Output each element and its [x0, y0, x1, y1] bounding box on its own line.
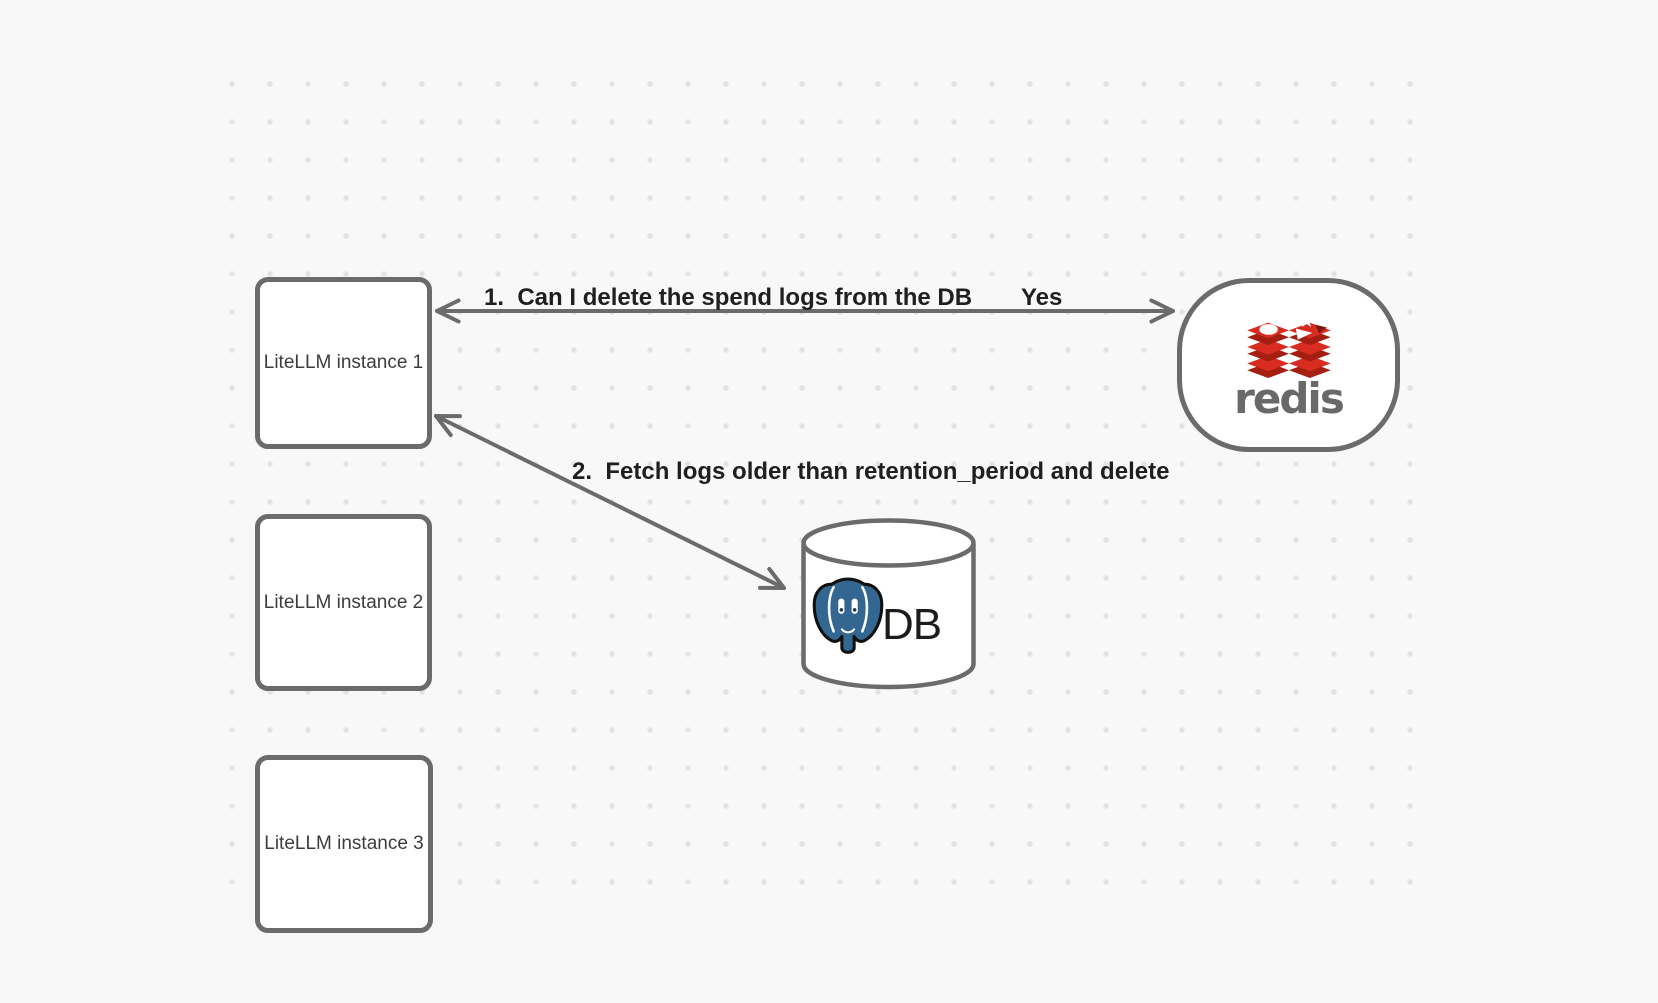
litellm-instance-2-label: LiteLLM instance 2	[263, 591, 424, 613]
litellm-instance-2-node[interactable]: LiteLLM instance 2	[255, 514, 432, 691]
litellm-instance-3-node[interactable]: LiteLLM instance 3	[255, 755, 433, 933]
db-label: DB	[882, 600, 942, 649]
postgresql-elephant-icon	[812, 577, 884, 654]
edge-1-label: 1. Can I delete the spend logs from the …	[484, 284, 973, 311]
redis-logo-icon	[1246, 312, 1331, 379]
litellm-instance-1-node[interactable]: LiteLLM instance 1	[255, 277, 432, 449]
redis-wordmark: redis	[1234, 374, 1345, 423]
edge-1-response-label: Yes	[1021, 284, 1063, 311]
litellm-instance-3-label: LiteLLM instance 3	[264, 833, 424, 854]
database-node[interactable]: DB	[800, 518, 977, 690]
arrow-instance1-redis[interactable]	[435, 298, 1175, 324]
redis-node[interactable]: redis	[1177, 278, 1400, 452]
litellm-instance-1-label: LiteLLM instance 1	[263, 352, 424, 373]
edge-2-label: 2. Fetch logs older than retention_perio…	[572, 458, 1170, 485]
arrow-instance1-db[interactable]	[434, 414, 786, 590]
